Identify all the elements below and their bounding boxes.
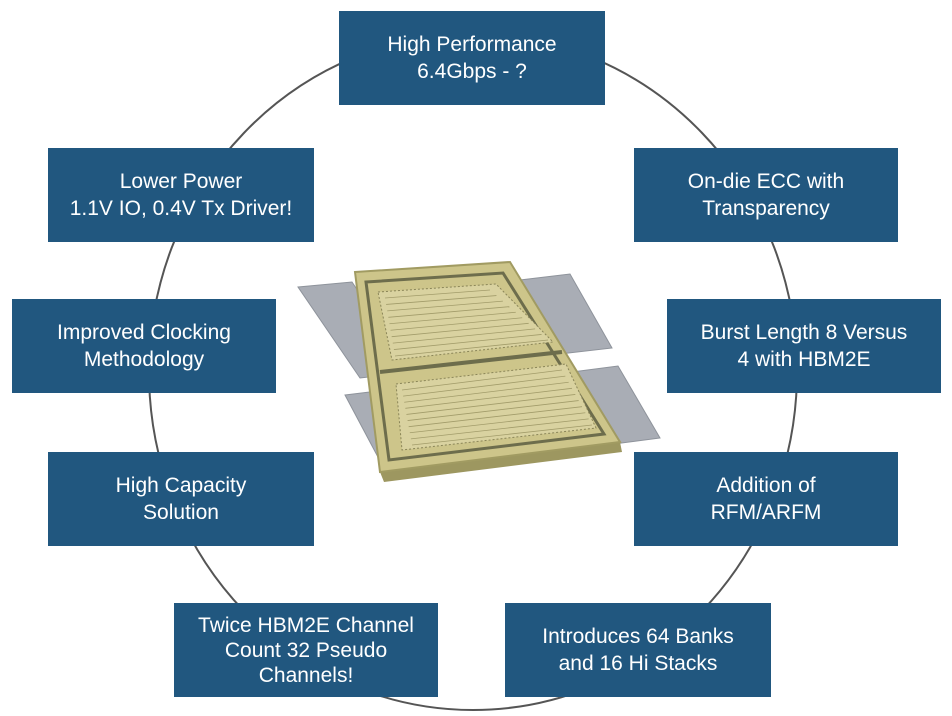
die-grid-line xyxy=(406,394,576,415)
die-grid-line xyxy=(389,311,516,325)
feature-line: 1.1V IO, 0.4V Tx Driver! xyxy=(69,197,293,220)
feature-line: Twice HBM2E Channel xyxy=(198,613,414,637)
die-grid-line xyxy=(401,369,563,391)
feature-line: and 16 Hi Stacks xyxy=(558,652,718,675)
feature-line: Solution xyxy=(143,501,219,524)
die-grid-line xyxy=(394,339,549,357)
die-track-mid xyxy=(379,350,563,374)
feature-line: Channels! xyxy=(258,663,354,687)
die-grid-line xyxy=(387,300,503,312)
feature-box-rfm-arfm: Addition of RFM/ARFM xyxy=(634,452,898,546)
die-side xyxy=(380,442,622,482)
die-grid-line xyxy=(404,381,569,403)
die-array-top xyxy=(377,283,555,361)
die-grid-line xyxy=(390,317,523,331)
feature-box-burst-length: Burst Length 8 Versus 4 with HBM2E xyxy=(667,299,941,393)
die-grid-line xyxy=(386,295,497,305)
die-grid-line xyxy=(411,424,593,446)
feature-line: Transparency xyxy=(702,197,830,220)
die-grid-line xyxy=(392,328,536,344)
feature-line: Improved Clocking xyxy=(57,321,231,344)
feature-box-banks-stacks: Introduces 64 Banks and 16 Hi Stacks xyxy=(505,603,771,697)
feature-line: Burst Length 8 Versus xyxy=(700,321,908,344)
die-grid-line xyxy=(408,406,583,428)
feature-box-high-capacity: High Capacity Solution xyxy=(48,452,314,546)
die-grid-line xyxy=(391,322,529,338)
hbm3-die-icon xyxy=(297,260,661,482)
die-grid-line xyxy=(393,334,542,350)
die-grid-line xyxy=(403,375,566,397)
die-grid-line xyxy=(405,387,573,409)
feature-box-on-die-ecc: On-die ECC with Transparency xyxy=(634,148,898,242)
feature-line: Lower Power xyxy=(119,170,243,193)
die-grid-line xyxy=(409,412,586,434)
die-grid xyxy=(384,289,593,446)
feature-line: High Capacity xyxy=(115,474,247,497)
feature-line: On-die ECC with xyxy=(687,170,845,193)
feature-line: Count 32 Pseudo xyxy=(224,638,388,662)
feature-line: 6.4Gbps - ? xyxy=(417,60,527,83)
die-grid-line xyxy=(384,289,491,299)
feature-line: Addition of xyxy=(716,474,816,497)
feature-line: High Performance xyxy=(387,33,557,56)
feature-line: 4 with HBM2E xyxy=(737,348,871,371)
die-grid-line xyxy=(407,400,579,421)
feature-box-channel-count: Twice HBM2E Channel Count 32 Pseudo Chan… xyxy=(174,603,438,697)
feature-box-lower-power: Lower Power 1.1V IO, 0.4V Tx Driver! xyxy=(48,148,314,242)
feature-box-high-performance: High Performance 6.4Gbps - ? xyxy=(339,11,605,105)
feature-box-clocking: Improved Clocking Methodology xyxy=(12,299,276,393)
feature-line: RFM/ARFM xyxy=(710,501,822,524)
feature-line: Introduces 64 Banks xyxy=(542,625,734,648)
die-track-outer xyxy=(364,271,607,462)
feature-line: Methodology xyxy=(83,348,205,371)
die-grid-line xyxy=(410,418,589,440)
die-grid-line xyxy=(388,306,510,318)
